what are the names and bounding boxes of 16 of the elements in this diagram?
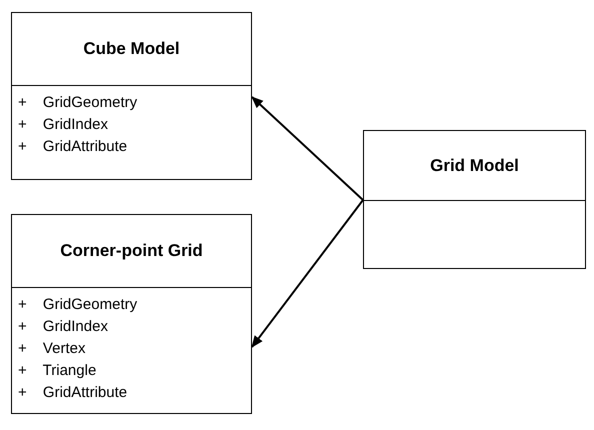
class-box xyxy=(363,130,586,269)
arrow xyxy=(251,96,364,201)
class-box xyxy=(11,12,252,180)
attribute-text: + GridIndex xyxy=(18,115,108,135)
class-name: Cube Model xyxy=(83,39,180,59)
attribute-text: + Vertex xyxy=(18,339,86,359)
arrow xyxy=(251,199,364,348)
attribute-text: + Triangle xyxy=(18,361,96,381)
class-name: Grid Model xyxy=(430,156,519,176)
attribute-text: + GridAttribute xyxy=(18,383,128,403)
class-name: Corner-point Grid xyxy=(60,241,203,261)
attribute-text: + GridGeometry xyxy=(18,93,138,113)
attribute-text: + GridAttribute xyxy=(18,137,128,157)
attribute-text: + GridGeometry xyxy=(18,295,138,315)
class-box xyxy=(11,214,252,414)
attribute-text: + GridIndex xyxy=(18,317,108,337)
